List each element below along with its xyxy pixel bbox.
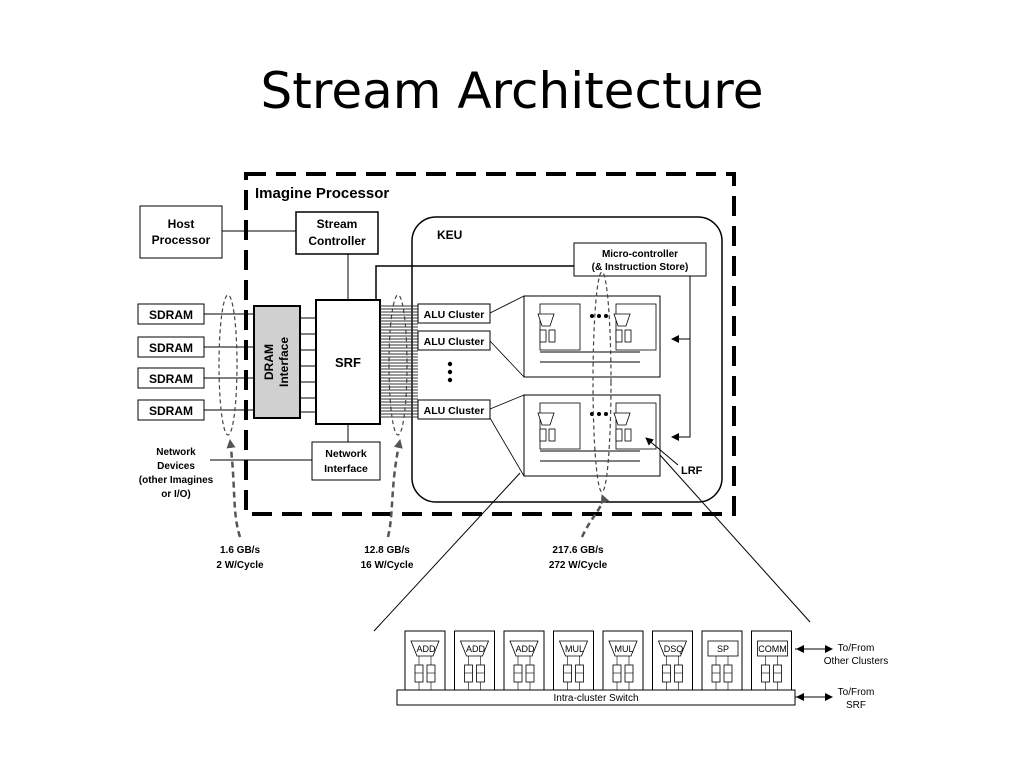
alu-cluster-label-1: ALU Cluster: [424, 309, 485, 321]
host-processor-label-2: Processor: [152, 233, 211, 247]
lrf-label: LRF: [681, 465, 703, 477]
stream-controller-label-1: Stream: [317, 217, 358, 231]
intra-cluster-switch-label: Intra-cluster Switch: [553, 693, 638, 704]
functional-unit-label: ADD: [515, 644, 535, 654]
other-clusters-label-2: Other Clusters: [824, 656, 888, 667]
functional-unit-label: MUL: [614, 644, 633, 654]
functional-unit-label: MUL: [565, 644, 584, 654]
functional-unit-label: SP: [717, 644, 729, 654]
functional-unit: DSQ: [652, 630, 693, 691]
functional-unit-label: DSQ: [664, 644, 684, 654]
bandwidth-lrf-label-2: 272 W/Cycle: [549, 560, 608, 571]
bandwidth-dram-label-2: 2 W/Cycle: [216, 560, 264, 571]
functional-unit: ADD: [503, 630, 545, 691]
cluster-detail-2: [523, 394, 661, 477]
network-devices-label-4: or I/O): [161, 489, 190, 500]
alu-cluster-label-2: ALU Cluster: [424, 336, 485, 348]
bandwidth-arrows: [226, 439, 610, 538]
cluster-detail-1: [523, 295, 661, 378]
network-devices-label-3: (other Imagines: [139, 475, 214, 486]
micro-to-cluster2-arrow: [671, 276, 691, 441]
sdram-label-1: SDRAM: [149, 308, 193, 322]
network-devices-label-1: Network: [156, 447, 196, 458]
network-devices-label-2: Devices: [157, 461, 195, 472]
alu-ellipsis-dots: [447, 361, 453, 383]
functional-unit: SP: [701, 630, 743, 691]
bandwidth-ellipses: [218, 271, 612, 493]
network-interface-box: [311, 441, 381, 481]
srf-label: SRF: [335, 355, 361, 370]
alu-cluster-box-1: [417, 303, 491, 324]
dram-interface-label-2: Interface: [277, 337, 291, 387]
zoom-line-left: [373, 472, 521, 632]
network-interface-label-2: Interface: [324, 463, 368, 475]
bandwidth-lrf-label-1: 217.6 GB/s: [552, 545, 604, 556]
dram-interface-box: [253, 305, 301, 419]
imagine-processor-label: Imagine Processor: [255, 185, 389, 202]
dram-srf-links: [300, 317, 316, 413]
micro-controller-label-2: (& Instruction Store): [592, 262, 689, 273]
srf-alu-bus: [380, 305, 418, 418]
alu-zoom-lines: [489, 295, 525, 477]
stream-controller-label-2: Controller: [308, 234, 366, 248]
sdram-label-4: SDRAM: [149, 404, 193, 418]
functional-unit: ADD: [404, 630, 446, 691]
host-processor-label-1: Host: [168, 217, 195, 231]
sdram-links: [204, 313, 254, 411]
srf-micro-link: [375, 265, 574, 300]
sdram-label-2: SDRAM: [149, 341, 193, 355]
functional-unit-label: COMM: [758, 644, 787, 654]
zoom-line-right: [659, 454, 811, 623]
functional-unit: MUL: [553, 630, 594, 691]
imagine-processor-boundary: [244, 172, 736, 516]
alu-cluster-box-3: [417, 399, 491, 420]
lrf-arrow: [645, 437, 679, 466]
bandwidth-dram-label-1: 1.6 GB/s: [220, 545, 260, 556]
functional-units: ADD ADD ADD MUL MUL DSQ SP COMM: [404, 630, 792, 691]
functional-unit: COMM: [751, 630, 792, 691]
functional-unit-label: ADD: [466, 644, 486, 654]
functional-unit: ADD: [454, 630, 495, 691]
functional-unit-label: ADD: [416, 644, 436, 654]
micro-controller-label-1: Micro-controller: [602, 249, 678, 260]
micro-controller-box: [573, 242, 707, 277]
slide-title: Stream Architecture: [260, 62, 764, 120]
alu-cluster-label-3: ALU Cluster: [424, 405, 485, 417]
srf-link-label-2: SRF: [846, 700, 866, 711]
bandwidth-srf-label-2: 16 W/Cycle: [361, 560, 414, 571]
host-processor-box: [139, 205, 223, 259]
stream-controller-box: [295, 211, 379, 255]
srf-link-label-1: To/From: [838, 687, 875, 698]
sdram-label-3: SDRAM: [149, 372, 193, 386]
functional-unit: MUL: [602, 630, 644, 691]
alu-cluster-box-2: [417, 330, 491, 351]
other-clusters-label-1: To/From: [838, 643, 875, 654]
keu-label: KEU: [437, 228, 462, 242]
srf-box: [315, 299, 381, 425]
bandwidth-srf-label-1: 12.8 GB/s: [364, 545, 410, 556]
network-interface-label-1: Network: [325, 448, 367, 460]
dram-interface-label-1: DRAM: [262, 344, 276, 380]
